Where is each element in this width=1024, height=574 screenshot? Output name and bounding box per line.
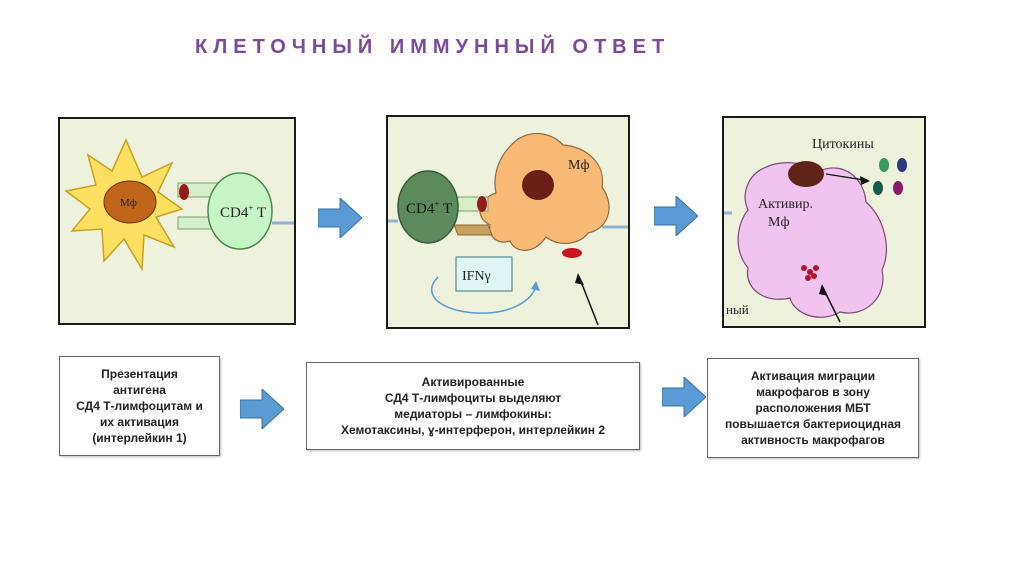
macrophage-nucleus bbox=[522, 170, 554, 200]
macrophage-nucleus bbox=[103, 180, 157, 224]
ifn-label: IFNγ bbox=[462, 269, 491, 284]
cd4-label: CD4+ T bbox=[220, 203, 266, 221]
mf-label: Мф bbox=[568, 158, 590, 173]
box-line: антигена bbox=[113, 383, 166, 397]
box-line: медиаторы – лимфокины: bbox=[394, 407, 552, 421]
panel-activated-macrophage: Цитокины Активир. Мф ный bbox=[722, 116, 926, 328]
cd4-t-cell bbox=[397, 170, 459, 244]
mediator-dot bbox=[562, 248, 582, 258]
box-line: повышается бактериоцидная bbox=[724, 417, 902, 431]
box-line: (интерлейкин 1) bbox=[92, 431, 187, 445]
bacteria bbox=[807, 269, 813, 275]
box-line: Хемотаксины, ɣ-интерферон, интерлейкин 2 bbox=[340, 423, 605, 437]
activated-label-line2: Мф bbox=[768, 215, 790, 230]
page-title: КЛЕТОЧНЫЙ ИММУННЫЙ ОТВЕТ bbox=[195, 36, 671, 58]
cytokine-source bbox=[788, 161, 824, 187]
box-line: расположения МБТ bbox=[755, 401, 871, 415]
cd4-label: CD4+ T bbox=[406, 199, 452, 217]
bacteria bbox=[801, 265, 807, 271]
description-box-antigen: Презентация антигена СД4 Т-лимфоцитам и … bbox=[59, 356, 220, 456]
receptor-bar-bottom bbox=[453, 224, 493, 236]
cd4-t-cell bbox=[207, 172, 273, 250]
description-box-activation: Активация миграции макрофагов в зону рас… bbox=[707, 358, 919, 458]
pointer-arrowhead bbox=[575, 273, 584, 285]
cytokine-dot-purple bbox=[893, 181, 903, 195]
cytokine-dot-green-1 bbox=[879, 158, 889, 172]
box-line: СД4 Т-лимфоцитам и bbox=[76, 399, 203, 413]
panel-lymphokine-release: Мф CD4+ T IFNγ bbox=[386, 115, 630, 329]
box-line: их активация bbox=[100, 415, 179, 429]
flow-arrow-1 bbox=[318, 198, 362, 238]
partial-text: ный bbox=[726, 302, 749, 317]
curved-arrow-head bbox=[531, 281, 540, 291]
mf-label: Мф bbox=[120, 197, 137, 209]
antigen-marker bbox=[179, 184, 189, 200]
cytokine-dot-green-2 bbox=[873, 181, 883, 195]
activated-label-line1: Активир. bbox=[758, 197, 813, 212]
cytokine-arrow-line bbox=[825, 173, 865, 181]
bacteria bbox=[811, 273, 817, 279]
box-line: СД4 Т-лимфоциты выделяют bbox=[384, 391, 562, 405]
box-line: Активация миграции bbox=[750, 369, 876, 383]
cytokines-label: Цитокины bbox=[812, 137, 874, 152]
cytokine-arrowhead bbox=[860, 176, 870, 185]
box-line: макрофагов в зону bbox=[756, 385, 870, 399]
pointer-arrowhead bbox=[819, 284, 828, 296]
flow-arrow-3 bbox=[240, 389, 284, 429]
activated-macrophage-blob bbox=[737, 162, 887, 318]
antigen-marker bbox=[477, 196, 487, 212]
box-line: активность макрофагов bbox=[741, 433, 885, 447]
panel-antigen-presentation: Мф CD4+ T bbox=[58, 117, 296, 325]
flow-arrow-2 bbox=[654, 196, 698, 236]
bacteria bbox=[813, 265, 819, 271]
pointer-line bbox=[579, 278, 599, 326]
box-line: Презентация bbox=[101, 367, 178, 381]
curved-arrow bbox=[431, 276, 537, 314]
ifn-box bbox=[455, 256, 513, 292]
flow-arrow-4 bbox=[662, 377, 706, 417]
box-line: Активированные bbox=[421, 375, 525, 389]
bacteria bbox=[805, 275, 811, 281]
description-box-lymphokines: Активированные СД4 Т-лимфоциты выделяют … bbox=[306, 362, 640, 450]
cytokine-dot-blue bbox=[897, 158, 907, 172]
